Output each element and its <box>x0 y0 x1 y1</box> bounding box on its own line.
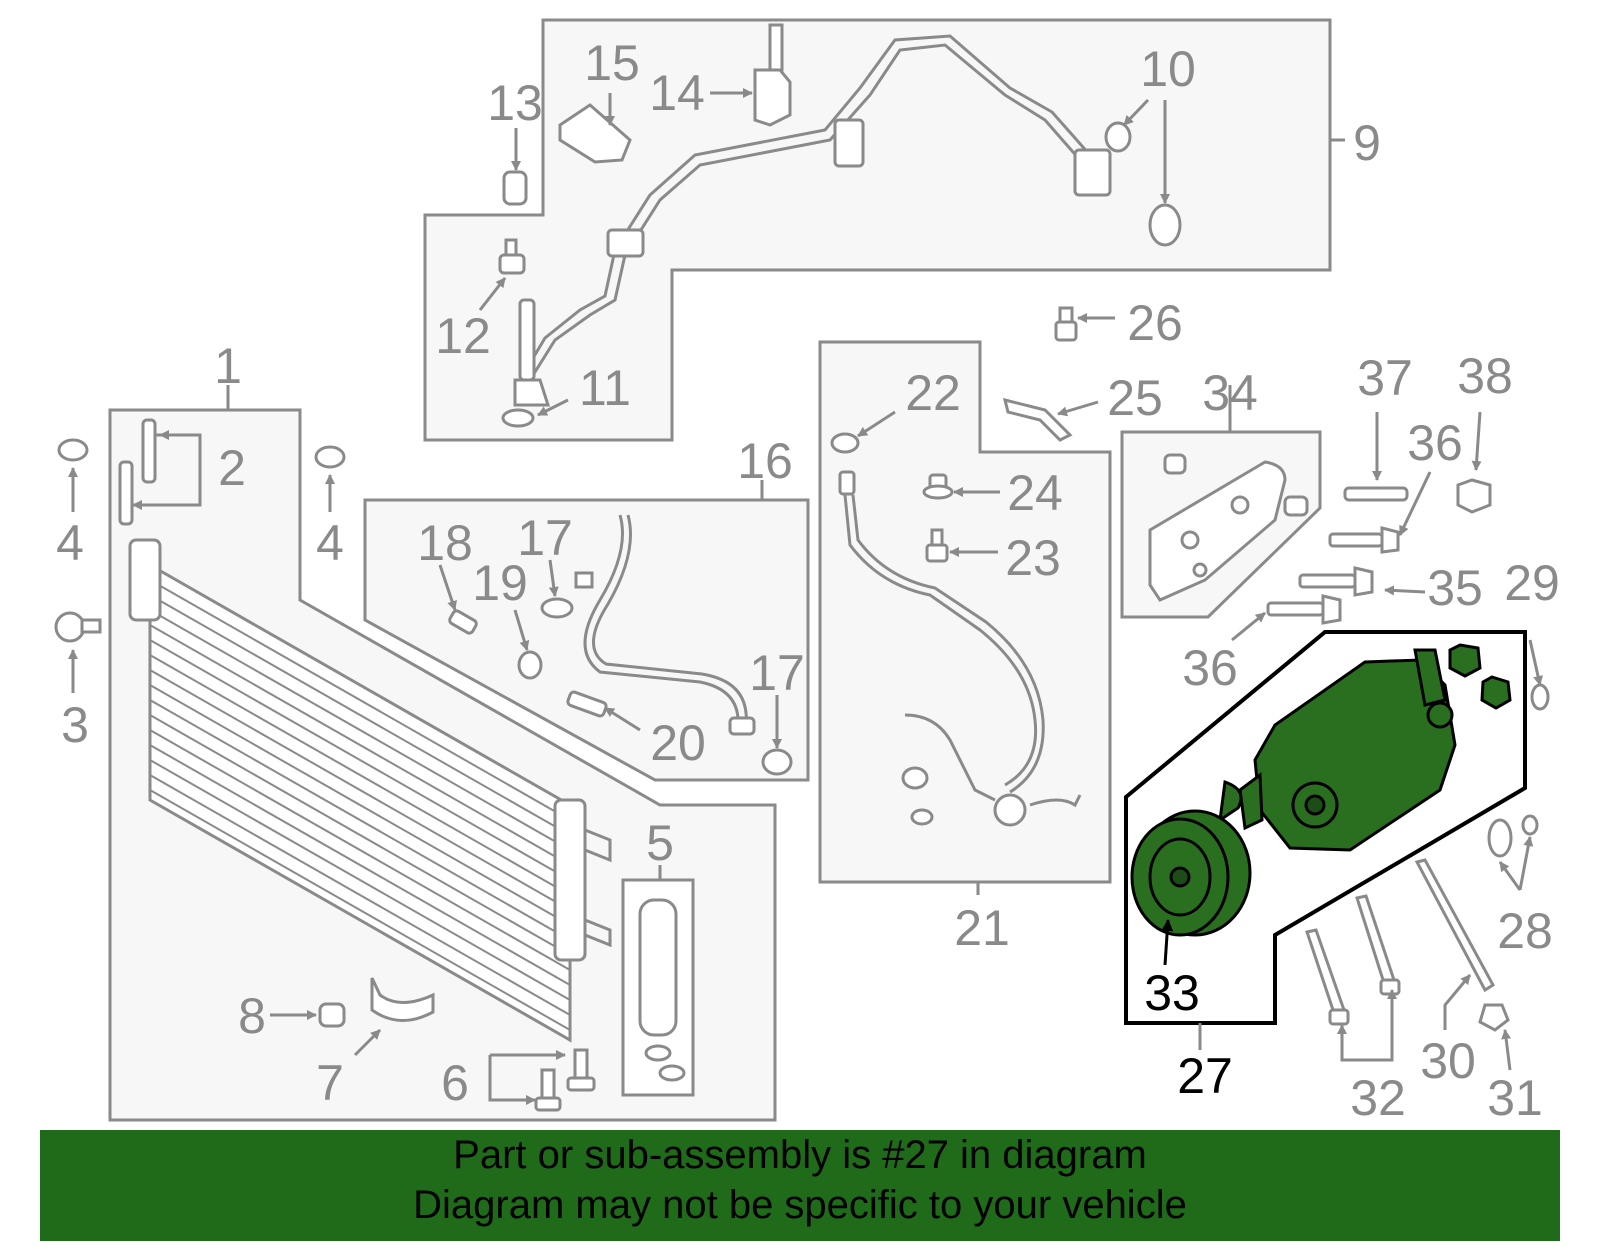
callout-29: 29 <box>1504 555 1560 611</box>
callout-7: 7 <box>316 1055 344 1111</box>
callout-16: 16 <box>737 433 793 489</box>
callout-1: 1 <box>214 338 242 394</box>
pushpin-3 <box>54 611 102 643</box>
plate-15 <box>558 103 632 164</box>
callout-22: 22 <box>905 365 961 421</box>
bolt-32-left <box>1305 928 1350 1026</box>
callout-38: 38 <box>1457 348 1513 404</box>
banner-line-1: Part or sub-assembly is #27 in diagram <box>453 1133 1147 1177</box>
bolt-6-upper <box>566 1048 596 1092</box>
pin-37 <box>1343 486 1409 502</box>
seal-28-large <box>1487 818 1513 858</box>
callout-17-upper: 17 <box>517 510 573 566</box>
condenser-fins <box>149 579 571 1031</box>
bracket-7 <box>370 977 435 1022</box>
callout-12: 12 <box>435 308 491 364</box>
pin-2-lower <box>118 460 134 526</box>
callout-25: 25 <box>1107 370 1163 426</box>
seal-28-small <box>1521 814 1539 836</box>
compressor-27 <box>1218 643 1512 852</box>
seal-10-small <box>1104 121 1132 153</box>
callout-15: 15 <box>584 35 640 91</box>
compressor-nut-upper <box>1448 643 1482 678</box>
callout-4-right: 4 <box>316 515 344 571</box>
condenser <box>128 538 612 1043</box>
bolt-6-lower <box>534 1068 562 1112</box>
callout-8: 8 <box>238 988 266 1044</box>
callout-9: 9 <box>1353 115 1381 171</box>
bolt-36-upper <box>1328 526 1400 554</box>
callout-31: 31 <box>1487 1070 1543 1126</box>
info-banner: Part or sub-assembly is #27 in diagram D… <box>40 1130 1560 1241</box>
cap-13 <box>502 170 528 206</box>
callout-5: 5 <box>646 815 674 871</box>
callout-6: 6 <box>441 1055 469 1111</box>
callout-labels: 1 2 3 4 4 5 6 7 8 9 10 11 12 13 14 15 16… <box>56 35 1560 1126</box>
banner-line-2: Diagram may not be specific to your vehi… <box>413 1183 1187 1227</box>
bolt-35 <box>1298 566 1374 597</box>
callout-33: 33 <box>1144 965 1200 1021</box>
callout-36-upper: 36 <box>1407 415 1463 471</box>
callout-10: 10 <box>1140 41 1196 97</box>
receiver-drier-5 <box>621 878 695 1097</box>
seal-29 <box>1530 683 1550 711</box>
nut-38 <box>1456 478 1492 514</box>
bracket-14 <box>753 23 792 127</box>
panel-hose-21 <box>818 340 1112 884</box>
switch-26 <box>1054 306 1078 342</box>
callout-30: 30 <box>1420 1033 1476 1089</box>
callout-28: 28 <box>1497 903 1553 959</box>
bracket-25 <box>1002 397 1073 442</box>
hose-16 <box>574 514 756 736</box>
callout-35: 35 <box>1427 560 1483 616</box>
callout-37: 37 <box>1357 350 1413 406</box>
isolator-8 <box>318 1002 346 1028</box>
seal-10-large <box>1148 203 1182 247</box>
callout-2: 2 <box>218 440 246 496</box>
valve-12 <box>498 238 526 275</box>
compressor-nut-lower <box>1480 675 1512 710</box>
callout-32: 32 <box>1350 1070 1406 1126</box>
callout-19: 19 <box>472 555 528 611</box>
leader-lines <box>68 88 1543 1105</box>
callout-17-lower: 17 <box>749 645 805 701</box>
callout-23: 23 <box>1005 530 1061 586</box>
callout-34: 34 <box>1202 365 1258 421</box>
leader-33 <box>1161 919 1174 966</box>
seal-17-lower <box>761 748 793 776</box>
hose-21 <box>838 470 1082 827</box>
callout-36-lower: 36 <box>1182 640 1238 696</box>
seal-17-upper <box>540 597 574 619</box>
seal-19 <box>517 650 543 680</box>
bolt-36-lower <box>1266 594 1342 625</box>
panel-hose-9 <box>423 18 1332 442</box>
stud-30 <box>1414 858 1495 993</box>
nut-31 <box>1478 1003 1510 1032</box>
sensor-18 <box>448 609 478 635</box>
callout-14: 14 <box>649 65 705 121</box>
bracket-34 <box>1148 453 1309 602</box>
seal-22 <box>830 432 860 454</box>
callout-18: 18 <box>417 515 473 571</box>
grommet-4-right <box>314 445 346 469</box>
seal-11 <box>501 408 535 428</box>
valve-23 <box>925 528 949 563</box>
pin-2-upper <box>141 418 157 484</box>
callout-27: 27 <box>1177 1048 1233 1104</box>
hose-9 <box>513 34 1112 407</box>
callout-3: 3 <box>61 697 89 753</box>
cap-24 <box>922 473 954 500</box>
callout-11: 11 <box>579 360 631 416</box>
callout-20: 20 <box>650 715 706 771</box>
callout-4-left: 4 <box>56 515 84 571</box>
callout-13: 13 <box>487 75 543 131</box>
clutch-pulley-33 <box>1130 809 1252 937</box>
grommet-4-left <box>57 438 89 462</box>
callout-21: 21 <box>954 900 1010 956</box>
bolt-32-right <box>1355 894 1401 996</box>
callout-24: 24 <box>1007 465 1063 521</box>
callout-26: 26 <box>1127 295 1183 351</box>
